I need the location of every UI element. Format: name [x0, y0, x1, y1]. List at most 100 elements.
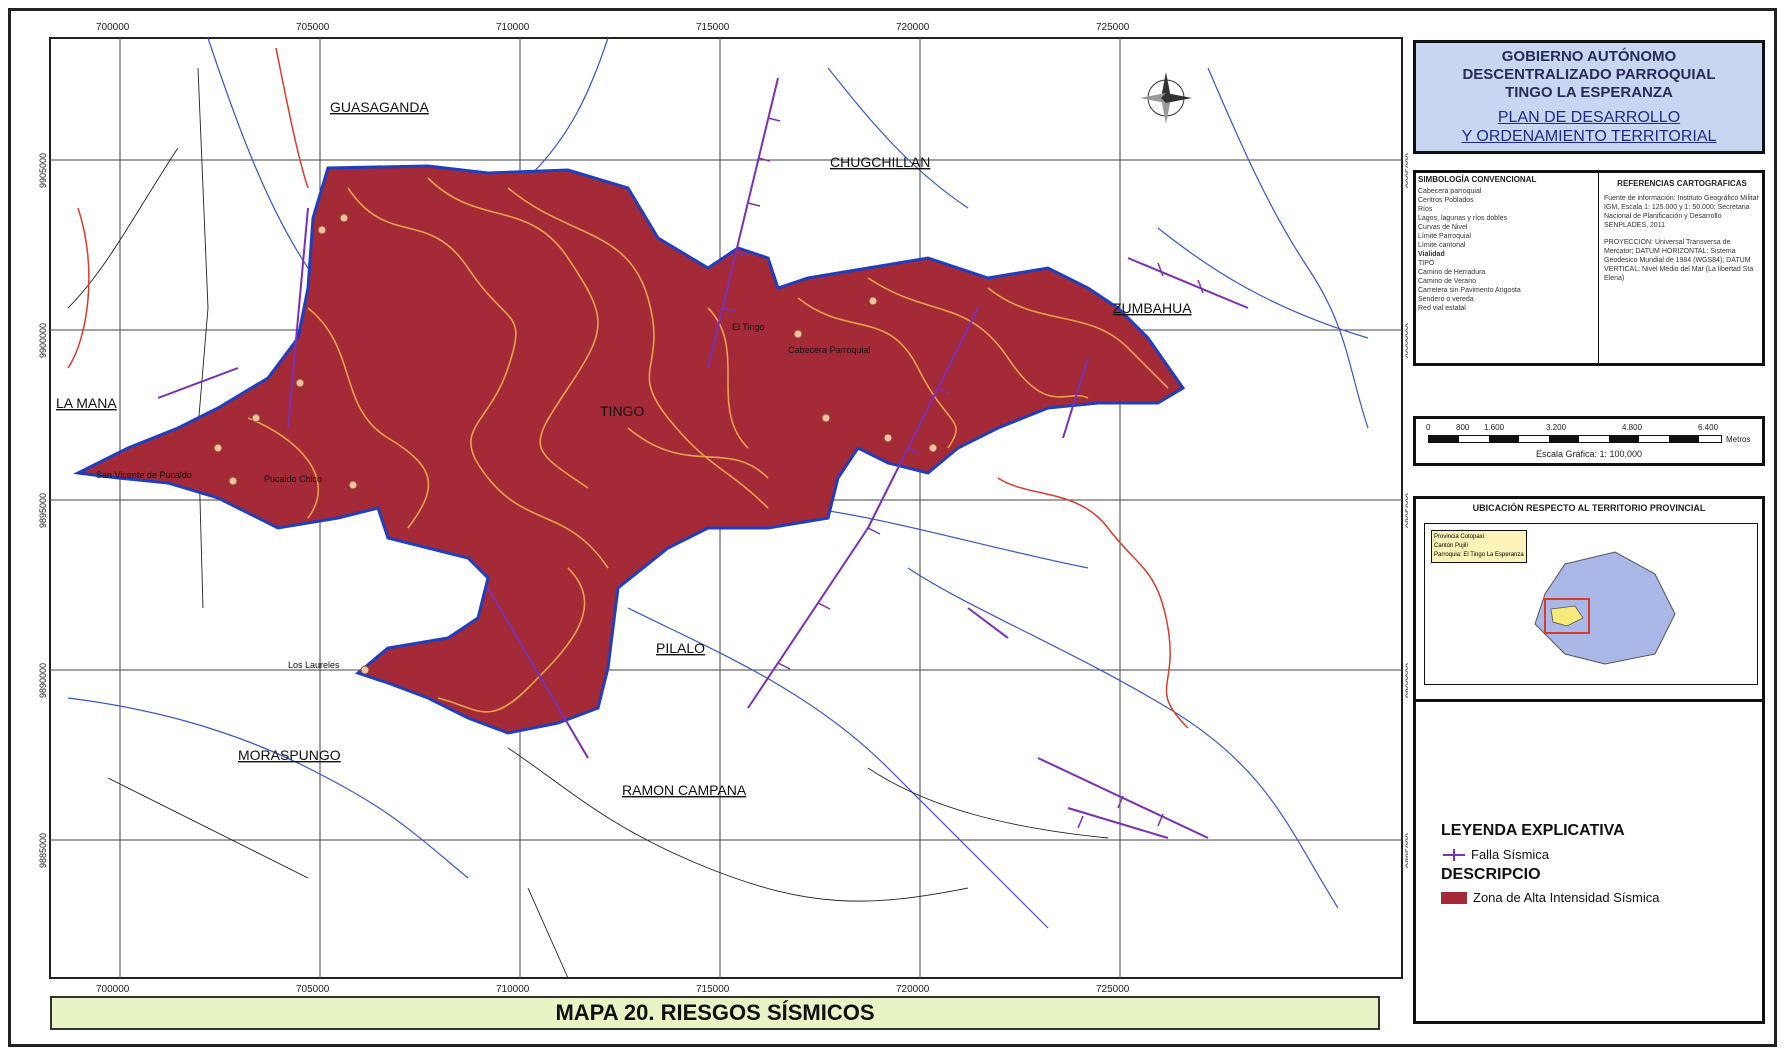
plan-line-2: Y ORDENAMIENTO TERRITORIAL: [1461, 128, 1717, 145]
y-tick-label: 9885000: [38, 833, 48, 868]
symbology-item: Límite cantonal: [1418, 242, 1466, 249]
scale-tick: 1.600: [1484, 423, 1505, 432]
legend-zone-label: Zona de Alta Intensidad Sísmica: [1473, 890, 1660, 905]
place-label: San Vicente de Pucaldo: [96, 470, 192, 480]
x-tick-label: 715000: [696, 22, 730, 33]
scale-tick: 800: [1456, 423, 1470, 432]
symbology-list: Cabecera parroquial Centros Poblados Río…: [1418, 187, 1588, 313]
roads: [67, 67, 1109, 979]
settlement-markers: [213, 213, 938, 675]
plan-line-1: PLAN DE DESARROLLO: [1497, 109, 1681, 126]
scale-unit: Metros: [1726, 435, 1751, 444]
place-label: Los Laureles: [288, 660, 340, 670]
fault-line-icon: [1443, 848, 1465, 861]
legend-fault-row: Falla Sísmica: [1441, 847, 1549, 862]
references-source: Fuente de información: Instituto Geográf…: [1604, 195, 1759, 229]
symbology-item: Lagos, lagunas y ríos dobles: [1418, 215, 1508, 222]
x-tick-label: 710000: [496, 22, 530, 33]
location-legend: Provincia Cotopaxi Cantón Pujilí Parroqu…: [1431, 530, 1527, 563]
place-label: Cabecera Parroquial: [788, 345, 871, 355]
location-box: UBICACIÓN RESPECTO AL TERRITORIO PROVINC…: [1413, 496, 1765, 702]
legend-desc-title: DESCRIPCIO: [1441, 866, 1541, 883]
state-road: [67, 47, 1189, 729]
y-tick-label: 9895000: [38, 493, 48, 528]
y-tick-label: 9900000: [1404, 323, 1408, 358]
road-item: Camino de Herradura: [1418, 269, 1486, 276]
place-label: MORASPUNGO: [238, 747, 341, 763]
place-label: TINGO: [600, 403, 644, 419]
north-arrow-icon: [1140, 72, 1192, 124]
province-inset-map: [1534, 551, 1676, 665]
x-tick-label: 700000: [96, 22, 130, 33]
symbology-divider: [1598, 173, 1599, 363]
header-box: GOBIERNO AUTÓNOMO DESCENTRALIZADO PARROQ…: [1413, 40, 1765, 154]
seismic-risk-map: 700000 705000 710000 715000 720000 72500…: [38, 22, 1408, 995]
place-labels: GUASAGANDA CHUGCHILLAN ZUMBAHUA LA MANA …: [56, 99, 1192, 798]
place-label: El Tingo: [732, 322, 765, 332]
legend-title: LEYENDA EXPLICATIVA: [1441, 822, 1625, 839]
symbology-item: Curvas de Nivel: [1418, 224, 1468, 231]
y-tick-label: 9890000: [1404, 663, 1408, 698]
x-tick-label: 705000: [296, 22, 330, 33]
x-tick-labels: 700000 705000 710000 715000 720000 72500…: [96, 22, 1130, 995]
y-tick-labels: 9905000 9900000 9895000 9890000 9885000 …: [38, 153, 1408, 868]
y-tick-label: 9895000: [1404, 493, 1408, 528]
contour-lines: [247, 177, 1169, 713]
y-tick-label: 9905000: [1404, 153, 1408, 188]
place-label: ZUMBAHUA: [1113, 300, 1192, 316]
y-tick-label: 9905000: [38, 153, 48, 188]
location-legend-item: Provincia Cotopaxi: [1434, 534, 1485, 540]
legend-zone-row: Zona de Alta Intensidad Sísmica: [1441, 890, 1659, 905]
legend-fault-label: Falla Sísmica: [1471, 847, 1550, 862]
references-title: REFERENCIAS CARTOGRAFICAS: [1617, 179, 1747, 188]
scale-bar-box: 0 800 1.600 3.200 4.800 6.400 Metros Esc…: [1413, 416, 1765, 466]
y-tick-label: 9890000: [38, 663, 48, 698]
y-tick-label: 9900000: [38, 323, 48, 358]
x-tick-label: 700000: [96, 984, 130, 995]
header-line-2: DESCENTRALIZADO PARROQUIAL: [1462, 66, 1716, 83]
x-tick-label: 720000: [896, 984, 930, 995]
place-label: CHUGCHILLAN: [830, 154, 930, 170]
road-item: Camino de Verano: [1418, 278, 1476, 285]
high-seismic-zone: [72, 164, 1186, 735]
symbology-item: Cabecera parroquial: [1418, 188, 1482, 195]
location-legend-item: Parroquia: El Tingo La Esperanza: [1434, 552, 1524, 558]
vialidad-label: Vialidad: [1418, 251, 1445, 258]
x-tick-label: 710000: [496, 984, 530, 995]
symbology-item: Centros Poblados: [1418, 197, 1474, 204]
place-label: GUASAGANDA: [330, 99, 429, 115]
x-tick-label: 725000: [1096, 22, 1130, 33]
road-item: Carretera sin Pavimento Angosta: [1418, 287, 1521, 294]
references-projection: PROYECCION: Universal Transversa de Merc…: [1604, 239, 1754, 282]
scale-label: Escala Gráfica: 1: 100.000: [1535, 449, 1643, 459]
place-label: LA MANA: [56, 395, 117, 411]
scale-bar: [1428, 435, 1722, 443]
symbology-box: SIMBOLOGÍA CONVENCIONAL Cabecera parroqu…: [1413, 170, 1765, 366]
place-label: Pucaldo Chico: [264, 474, 322, 484]
road-item: Red vial estatal: [1418, 305, 1466, 312]
x-tick-label: 705000: [296, 984, 330, 995]
symbology-title: SIMBOLOGÍA CONVENCIONAL: [1418, 175, 1537, 184]
tipo-label: TIPO: [1418, 260, 1435, 267]
symbology-item: Límite Parroquial: [1418, 233, 1471, 240]
header-line-3: TINGO LA ESPERANZA: [1505, 84, 1673, 101]
location-inset: Provincia Cotopaxi Cantón Pujilí Parroqu…: [1424, 523, 1758, 685]
scale-tick: 6.400: [1698, 423, 1719, 432]
symbology-item: Ríos: [1418, 206, 1433, 213]
scale-tick: 4.800: [1622, 423, 1643, 432]
place-label: PILALO: [656, 640, 705, 656]
y-tick-label: 9885000: [1404, 833, 1408, 868]
fault-ticks: [722, 117, 1204, 829]
place-label: RAMON CAMPANA: [622, 782, 747, 798]
map-caption: MAPA 20. RIESGOS SÍSMICOS: [50, 996, 1380, 1030]
zone-swatch: [1441, 891, 1467, 904]
location-legend-item: Cantón Pujilí: [1434, 543, 1469, 549]
x-tick-label: 715000: [696, 984, 730, 995]
x-tick-label: 720000: [896, 22, 930, 33]
scale-tick: 3.200: [1546, 423, 1567, 432]
legend-box: LEYENDA EXPLICATIVA Falla Sísmica DESCRI…: [1413, 702, 1765, 1024]
scale-tick: 0: [1426, 423, 1431, 432]
x-tick-label: 725000: [1096, 984, 1130, 995]
road-item: Sendero o vereda: [1418, 296, 1474, 303]
header-line-1: GOBIERNO AUTÓNOMO: [1501, 48, 1677, 65]
